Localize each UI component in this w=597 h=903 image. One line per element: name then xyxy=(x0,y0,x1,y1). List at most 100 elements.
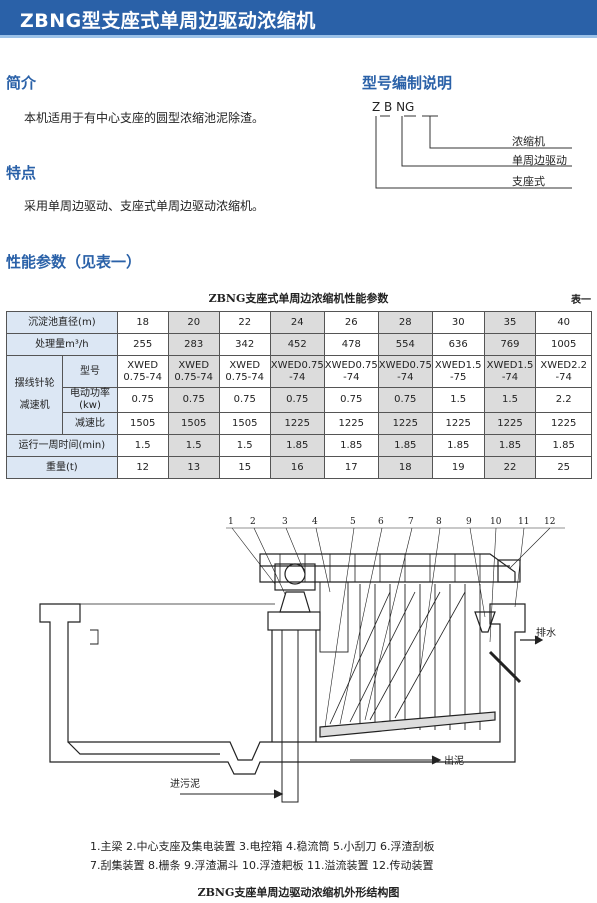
table-cell: 2.2 xyxy=(535,387,592,413)
table-cell: 1225 xyxy=(431,412,485,435)
row-label: 处理量m³/h xyxy=(6,333,118,356)
table-cell: 0.75 xyxy=(167,387,220,413)
table-cell: XWED0.75 -74 xyxy=(323,355,379,388)
table-cell: 0.75 xyxy=(377,387,433,413)
table-cell: 1005 xyxy=(535,333,592,356)
table-cell: 17 xyxy=(323,456,379,479)
page-title: ZBNG型支座式单周边驱动浓缩机 xyxy=(20,10,316,32)
table-cell: 255 xyxy=(116,333,169,356)
table-cell: 24 xyxy=(269,311,325,334)
row-label: 运行一周时间(min) xyxy=(6,434,118,457)
callout-7: 7 xyxy=(408,517,414,527)
model-code-lines xyxy=(375,115,572,189)
params-table: 沉淀池直径(m) 18 20 22 24 26 28 30 35 40 处理量m… xyxy=(5,311,592,479)
callout-2: 2 xyxy=(250,517,256,527)
table-cell: 0.75 xyxy=(269,387,325,413)
table-row: 沉淀池直径(m) 18 20 22 24 26 28 30 35 40 xyxy=(6,311,592,334)
table-cell: 1.5 xyxy=(483,387,537,413)
model-code-letters: Z B NG xyxy=(372,100,415,114)
table-cell: 1225 xyxy=(323,412,379,435)
callout-12: 12 xyxy=(544,517,555,527)
table-cell: 1225 xyxy=(269,412,325,435)
row-label: 电动功率(kw) xyxy=(62,387,118,413)
table-cell: 1505 xyxy=(218,412,271,435)
table-cell: 1.85 xyxy=(431,434,485,457)
table-cell: 16 xyxy=(269,456,325,479)
table-cell: 1.5 xyxy=(431,387,485,413)
table-cell: XWED 0.75-74 xyxy=(167,355,220,388)
table-row: 重量(t) 12 13 15 16 17 18 19 22 25 xyxy=(6,456,592,479)
table-cell: 35 xyxy=(483,311,537,334)
table-cell: 18 xyxy=(116,311,169,334)
table-title: ZBNG支座式单周边浓缩机性能参数 xyxy=(208,292,389,305)
model-code-diagram: Z B NG 浓缩机 单周边驱动 支座式 xyxy=(360,96,590,196)
callout-5: 5 xyxy=(350,517,356,527)
row-label: 型号 xyxy=(62,355,118,388)
intro-text: 本机适用于有中心支座的圆型浓缩池泥除渣。 xyxy=(24,111,265,125)
table-cell: 18 xyxy=(377,456,433,479)
table-note: 表一 xyxy=(571,295,591,306)
legend-line-2: 7.刮集装置 8.栅条 9.浮渣漏斗 10.浮渣耙板 11.溢流装置 12.传动… xyxy=(90,859,434,872)
table-cell: 0.75 xyxy=(323,387,379,413)
table-row: 处理量m³/h 255 283 342 452 478 554 636 769 … xyxy=(6,333,592,356)
row-label: 重量(t) xyxy=(6,456,118,479)
table-cell: 22 xyxy=(483,456,537,479)
code-label-thickener: 浓缩机 xyxy=(512,135,545,148)
callout-10: 10 xyxy=(490,517,502,527)
code-label-support: 支座式 xyxy=(512,175,545,188)
model-code-heading: 型号编制说明 xyxy=(362,74,453,92)
callout-3: 3 xyxy=(282,517,288,527)
params-heading: 性能参数（见表一） xyxy=(6,253,142,271)
table-cell: 1225 xyxy=(483,412,537,435)
table-cell: 19 xyxy=(431,456,485,479)
table-row: 电动功率(kw) 0.75 0.75 0.75 0.75 0.75 0.75 1… xyxy=(7,387,592,413)
intro-heading: 简介 xyxy=(6,74,37,92)
table-cell: XWED2.2 -74 xyxy=(535,355,592,388)
table-cell: 0.75 xyxy=(116,387,169,413)
title-bar: ZBNG型支座式单周边驱动浓缩机 xyxy=(0,0,597,38)
table-cell: XWED 0.75-74 xyxy=(218,355,271,388)
label-drain: 排水 xyxy=(536,626,556,639)
table-cell: 1225 xyxy=(377,412,433,435)
features-text: 采用单周边驱动、支座式单周边驱动浓缩机。 xyxy=(24,199,265,213)
table-cell: 636 xyxy=(431,333,485,356)
row-label: 减速比 xyxy=(62,412,118,435)
table-cell: XWED 0.75-74 xyxy=(116,355,169,388)
table-cell: 452 xyxy=(269,333,325,356)
table-cell: 15 xyxy=(218,456,271,479)
row-group-label: 摆线针轮减速机 xyxy=(5,355,64,435)
code-label-drive: 单周边驱动 xyxy=(512,154,567,167)
table-cell: 1.85 xyxy=(483,434,537,457)
row-label: 沉淀池直径(m) xyxy=(6,311,118,334)
table-cell: 1.5 xyxy=(116,434,169,457)
callout-11: 11 xyxy=(518,517,529,527)
table-cell: 30 xyxy=(431,311,485,334)
table-cell: 1.5 xyxy=(167,434,220,457)
table-row: 运行一周时间(min) 1.5 1.5 1.5 1.85 1.85 1.85 1… xyxy=(6,434,592,457)
table-cell: XWED1.5 -74 xyxy=(483,355,537,388)
table-cell: 25 xyxy=(535,456,592,479)
legend-line-1: 1.主梁 2.中心支座及集电装置 3.电控箱 4.稳流筒 5.小刮刀 6.浮渣刮… xyxy=(90,840,435,853)
features-heading: 特点 xyxy=(6,164,37,182)
table-cell: 1.85 xyxy=(535,434,592,457)
table-cell: 40 xyxy=(535,311,592,334)
table-cell: 13 xyxy=(167,456,220,479)
table-cell: 478 xyxy=(323,333,379,356)
table-cell: 1.85 xyxy=(377,434,433,457)
table-cell: 769 xyxy=(483,333,537,356)
table-cell: 1505 xyxy=(167,412,220,435)
table-cell: 12 xyxy=(116,456,169,479)
table-cell: 28 xyxy=(377,311,433,334)
table-cell: 283 xyxy=(167,333,220,356)
table-cell: 342 xyxy=(218,333,271,356)
table-cell: 1.85 xyxy=(269,434,325,457)
table-cell: 22 xyxy=(218,311,271,334)
table-cell: 1.5 xyxy=(218,434,271,457)
table-cell: 20 xyxy=(167,311,220,334)
table-cell: 26 xyxy=(323,311,379,334)
table-cell: XWED1.5 -75 xyxy=(431,355,485,388)
label-sludge-inlet: 进污泥 xyxy=(170,777,200,790)
table-cell: 554 xyxy=(377,333,433,356)
callout-6: 6 xyxy=(378,517,384,527)
callout-9: 9 xyxy=(466,517,472,527)
